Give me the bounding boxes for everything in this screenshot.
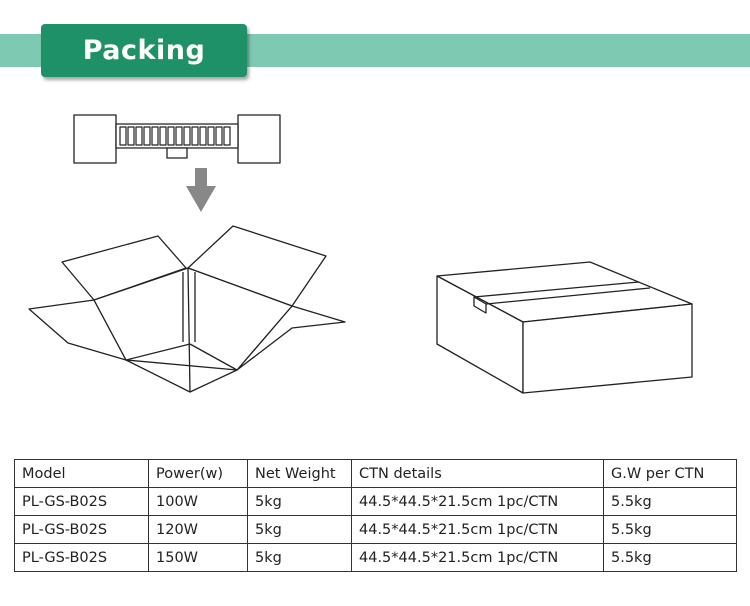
table-cell: 120W [148, 515, 248, 544]
down-arrow-icon [186, 168, 216, 212]
table-row: PL-GS-B02S 150W 5kg 44.5*44.5*21.5cm 1pc… [14, 543, 737, 572]
column-header: CTN details [351, 459, 604, 488]
closed-box-icon [436, 261, 693, 394]
column-header: Model [14, 459, 149, 488]
table-row: PL-GS-B02S 100W 5kg 44.5*44.5*21.5cm 1pc… [14, 487, 737, 516]
column-header: G.W per CTN [603, 459, 737, 488]
table-cell: 5.5kg [603, 515, 737, 544]
page-title: Packing [41, 24, 247, 77]
table-cell: 44.5*44.5*21.5cm 1pc/CTN [351, 515, 604, 544]
packing-illustration [28, 114, 693, 394]
spec-table: Model Power(w) Net Weight CTN details G.… [14, 459, 737, 572]
table-cell: 44.5*44.5*21.5cm 1pc/CTN [351, 487, 604, 516]
open-box-icon [28, 225, 346, 393]
table-cell: 150W [148, 543, 248, 572]
table-cell: PL-GS-B02S [14, 543, 149, 572]
column-header: Net Weight [247, 459, 352, 488]
dumbbell-icon [73, 114, 281, 164]
table-header-row: Model Power(w) Net Weight CTN details G.… [14, 459, 737, 488]
table-cell: 5kg [247, 515, 352, 544]
column-header: Power(w) [148, 459, 248, 488]
table-cell: 100W [148, 487, 248, 516]
table-cell: 5kg [247, 543, 352, 572]
table-cell: PL-GS-B02S [14, 487, 149, 516]
table-cell: 5.5kg [603, 487, 737, 516]
table-cell: 5.5kg [603, 543, 737, 572]
table-row: PL-GS-B02S 120W 5kg 44.5*44.5*21.5cm 1pc… [14, 515, 737, 544]
table-cell: PL-GS-B02S [14, 515, 149, 544]
table-cell: 44.5*44.5*21.5cm 1pc/CTN [351, 543, 604, 572]
table-cell: 5kg [247, 487, 352, 516]
